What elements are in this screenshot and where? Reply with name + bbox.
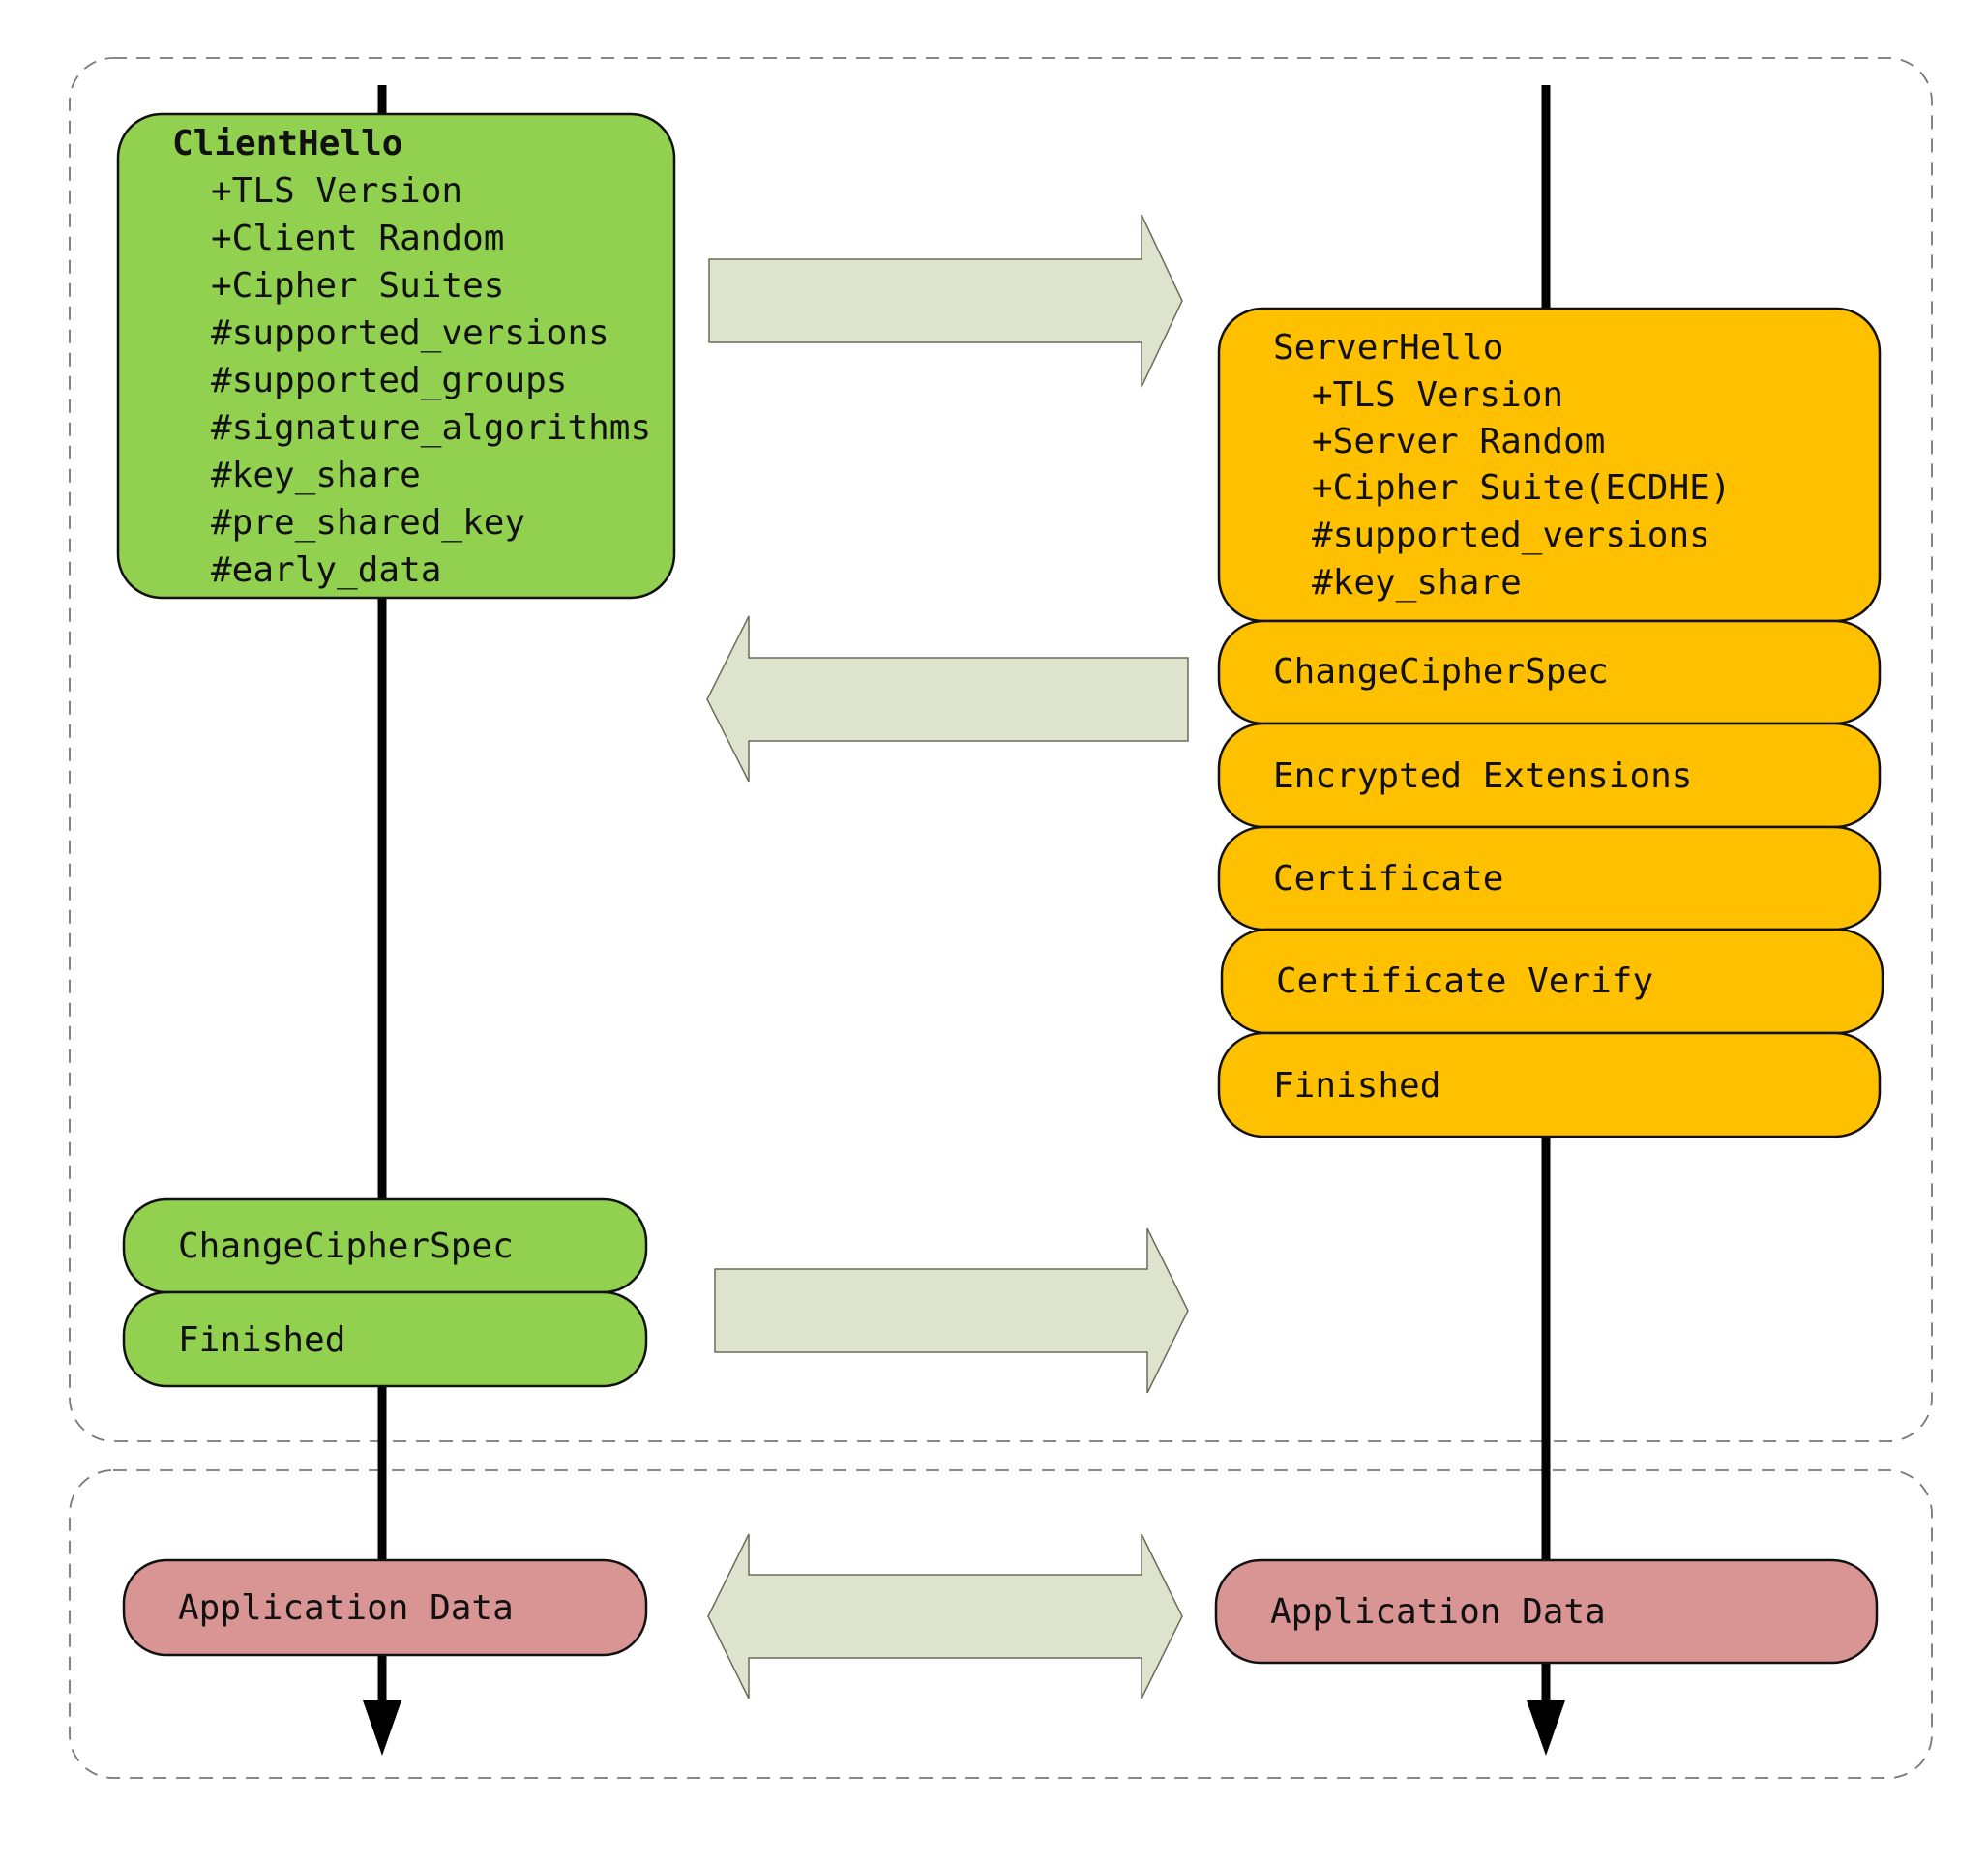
application-phase-container <box>69 1469 1933 1779</box>
server-hello-field: #key_share <box>1312 563 1522 603</box>
client-finished-arrow <box>714 1227 1189 1394</box>
server-application-data-box: Application Data <box>1214 1558 1879 1665</box>
client-hello-field: #pre_shared_key <box>211 503 525 543</box>
client-hello-field: +Client Random <box>211 219 504 258</box>
server-hello-arrow <box>706 615 1189 783</box>
client-change-cipher-spec-label: ChangeCipherSpec <box>178 1227 514 1266</box>
server-encrypted-extensions-label: Encrypted Extensions <box>1273 756 1692 796</box>
server-hello-title: ServerHello <box>1273 328 1503 368</box>
server-certificate-verify-label: Certificate Verify <box>1276 961 1653 1001</box>
client-hello-field: +TLS Version <box>211 171 462 211</box>
client-hello-field: #supported_groups <box>211 361 567 400</box>
handshake-phase-container <box>69 57 1933 1442</box>
client-hello-field: #signature_algorithms <box>211 408 651 448</box>
server-hello-field: +Cipher Suite(ECDHE) <box>1312 468 1731 508</box>
server-change-cipher-spec-box: ChangeCipherSpec <box>1217 619 1882 725</box>
server-certificate-box: Certificate <box>1217 825 1882 931</box>
server-certificate-label: Certificate <box>1273 859 1503 899</box>
server-finished-label: Finished <box>1273 1066 1440 1106</box>
client-hello-title: ClientHello <box>172 124 402 163</box>
client-application-data-label: Application Data <box>178 1588 514 1628</box>
application-data-arrow <box>707 1533 1183 1699</box>
server-hello-box: ServerHello +TLS Version +Server Random … <box>1217 307 1882 623</box>
client-application-data-box: Application Data <box>122 1558 648 1657</box>
client-hello-box: ClientHello +TLS Version +Client Random … <box>116 112 676 600</box>
client-finished-label: Finished <box>178 1320 345 1360</box>
client-hello-arrow <box>708 214 1183 388</box>
server-change-cipher-spec-label: ChangeCipherSpec <box>1273 652 1609 692</box>
server-application-data-label: Application Data <box>1270 1592 1606 1632</box>
server-hello-field: +Server Random <box>1312 422 1605 461</box>
server-timeline-arrowhead <box>1527 1700 1565 1756</box>
client-change-cipher-spec-box: ChangeCipherSpec <box>122 1197 648 1294</box>
server-encrypted-extensions-box: Encrypted Extensions <box>1217 722 1882 829</box>
server-certificate-verify-box: Certificate Verify <box>1220 928 1884 1035</box>
server-hello-field: +TLS Version <box>1312 375 1563 415</box>
server-finished-box: Finished <box>1217 1031 1882 1138</box>
client-hello-field: #supported_versions <box>211 313 609 353</box>
client-hello-field: #early_data <box>211 550 441 590</box>
client-hello-field: #key_share <box>211 456 421 495</box>
client-timeline-arrowhead <box>363 1700 401 1756</box>
server-hello-field: #supported_versions <box>1312 516 1710 555</box>
client-finished-box: Finished <box>122 1290 648 1388</box>
client-hello-field: +Cipher Suites <box>211 266 504 306</box>
